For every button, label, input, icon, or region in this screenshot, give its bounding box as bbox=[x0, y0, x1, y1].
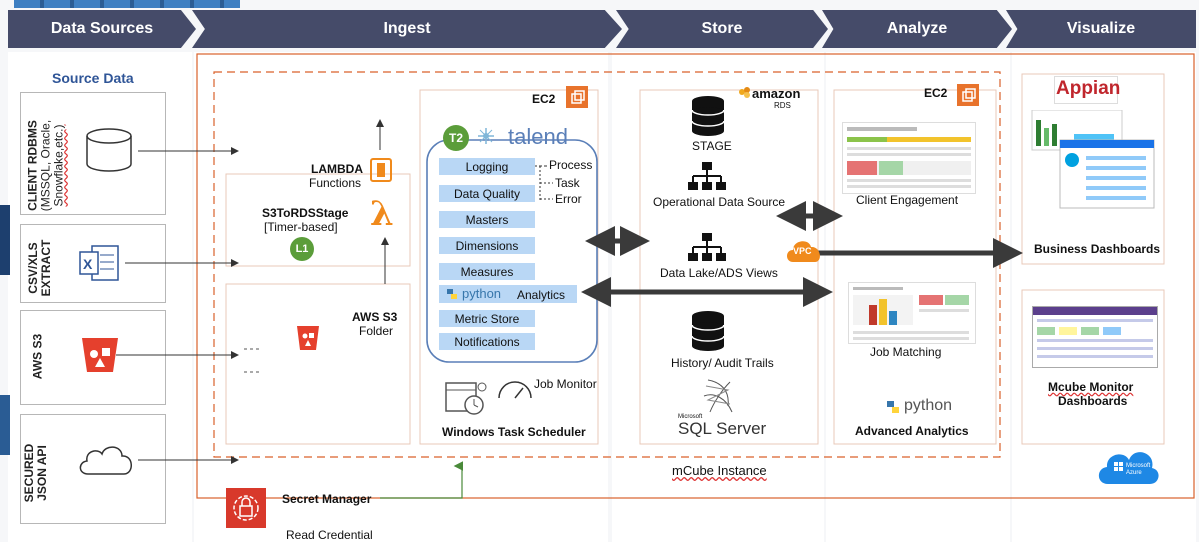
process-label: Process bbox=[549, 158, 593, 172]
s3-to-rds-stage-subtitle: [Timer-based] bbox=[264, 220, 338, 234]
l1-badge: L1 bbox=[290, 237, 314, 261]
analytics-python-prefix: python bbox=[462, 286, 502, 301]
business-dashboard-thumbnail bbox=[1030, 110, 1156, 212]
s3-folder-bucket-icon bbox=[295, 322, 321, 352]
client-engagement-label: Client Engagement bbox=[856, 193, 959, 207]
ods-label: Operational Data Source bbox=[653, 195, 786, 209]
sql-server-logo-icon bbox=[700, 376, 736, 416]
gauge-icon bbox=[496, 377, 534, 401]
task-label: Task bbox=[555, 176, 580, 190]
module-data-quality[interactable]: Data Quality bbox=[439, 185, 535, 202]
analyze-ec2-icon bbox=[957, 84, 979, 106]
analyze-ec2-label: EC2 bbox=[924, 86, 948, 100]
module-measures[interactable]: Measures bbox=[439, 263, 535, 280]
module-dimensions[interactable]: Dimensions bbox=[439, 237, 535, 254]
mcube-instance-label: mCube Instance bbox=[672, 463, 767, 478]
ods-hierarchy-icon bbox=[688, 160, 726, 192]
decorative-tiles bbox=[14, 0, 240, 8]
ingest-ec2-icon bbox=[566, 86, 588, 108]
mcube-monitor-label-line2: Dashboards bbox=[1058, 394, 1128, 408]
appian-logo-box bbox=[1054, 76, 1118, 104]
lambda-function-icon bbox=[370, 158, 392, 182]
svg-text:X: X bbox=[83, 256, 93, 272]
business-dashboards-label: Business Dashboards bbox=[1034, 242, 1161, 256]
decorative-left-stripe-2 bbox=[0, 395, 10, 455]
data-lake-hierarchy-icon bbox=[688, 233, 726, 263]
module-masters[interactable]: Masters bbox=[439, 211, 535, 228]
python-icon bbox=[444, 286, 460, 302]
task-scheduler-icon bbox=[444, 377, 488, 417]
windows-task-scheduler-label: Windows Task Scheduler bbox=[442, 425, 586, 439]
amazon-logo-text: amazon bbox=[752, 86, 801, 101]
module-notifications[interactable]: Notifications bbox=[439, 333, 535, 350]
database-icon bbox=[84, 128, 134, 172]
rds-logo-text: RDS bbox=[774, 101, 791, 110]
t2-badge: T2 bbox=[443, 125, 469, 151]
lambda-title: LAMBDA bbox=[311, 162, 363, 176]
stage-header-ingest: Ingest bbox=[192, 10, 622, 48]
error-label: Error bbox=[555, 192, 582, 206]
job-matching-label: Job Matching bbox=[870, 345, 942, 359]
sql-server-label: SQL Server bbox=[678, 419, 767, 438]
mcube-monitor-thumbnail bbox=[1032, 306, 1158, 368]
excel-icon: X bbox=[78, 243, 122, 283]
module-logging[interactable]: Logging bbox=[439, 158, 535, 175]
data-lake-label: Data Lake/ADS Views bbox=[660, 266, 778, 280]
module-analytics[interactable] bbox=[439, 285, 577, 303]
ingest-ec2-label: EC2 bbox=[532, 92, 556, 106]
source-client-rdbms bbox=[20, 92, 166, 215]
aws-s3-bucket-icon bbox=[78, 332, 122, 376]
client-engagement-dashboard-thumbnail bbox=[842, 122, 976, 194]
decorative-left-stripe bbox=[0, 205, 10, 275]
azure-logo-line2: Azure bbox=[1126, 470, 1142, 476]
source-data-heading: Source Data bbox=[52, 70, 134, 86]
lambda-icon: λ bbox=[368, 195, 402, 229]
talend-logo-mark bbox=[478, 128, 508, 144]
stage-database-icon bbox=[690, 95, 726, 137]
read-credential-label: Read Credential bbox=[286, 528, 373, 542]
python-logo-icon bbox=[884, 398, 902, 416]
history-label: History/ Audit Trails bbox=[671, 356, 774, 370]
secret-manager-icon bbox=[226, 488, 266, 528]
stage-header-visualize: Visualize bbox=[1006, 10, 1196, 48]
analytics-label: Analytics bbox=[517, 288, 566, 302]
python-logo-text: python bbox=[904, 397, 953, 414]
history-database-icon bbox=[690, 310, 726, 352]
azure-cloud-logo: Microsoft Azure bbox=[1094, 444, 1160, 486]
stage-header-data-sources: Data Sources bbox=[8, 10, 196, 48]
s3-to-rds-stage-title: S3ToRDSStage bbox=[262, 206, 349, 220]
azure-logo-line1: Microsoft bbox=[1126, 463, 1151, 469]
aws-s3-folder-title: AWS S3 bbox=[352, 310, 398, 324]
secret-manager-label: Secret Manager bbox=[282, 492, 372, 506]
advanced-analytics-label: Advanced Analytics bbox=[855, 424, 969, 438]
vpc-badge: VPC bbox=[785, 238, 823, 264]
talend-logo: talend bbox=[508, 124, 568, 149]
module-metric-store[interactable]: Metric Store bbox=[439, 310, 535, 327]
aws-s3-folder-subtitle: Folder bbox=[359, 324, 394, 338]
sql-server-small-label: Microsoft bbox=[678, 414, 703, 420]
mcube-monitor-label-line1: Mcube Monitor bbox=[1048, 380, 1134, 394]
job-matching-dashboard-thumbnail bbox=[848, 282, 976, 344]
lambda-subtitle: Functions bbox=[309, 176, 362, 190]
appian-logo: Appian bbox=[1056, 78, 1121, 99]
job-monitor-label: Job Monitor bbox=[534, 377, 597, 391]
stage-label: STAGE bbox=[692, 139, 732, 153]
cloud-icon bbox=[76, 440, 138, 480]
stage-header-store: Store bbox=[616, 10, 828, 48]
stage-header-analyze: Analyze bbox=[822, 10, 1012, 48]
amazon-rds-logo-mark bbox=[736, 84, 752, 100]
svg-text:λ: λ bbox=[370, 195, 394, 229]
